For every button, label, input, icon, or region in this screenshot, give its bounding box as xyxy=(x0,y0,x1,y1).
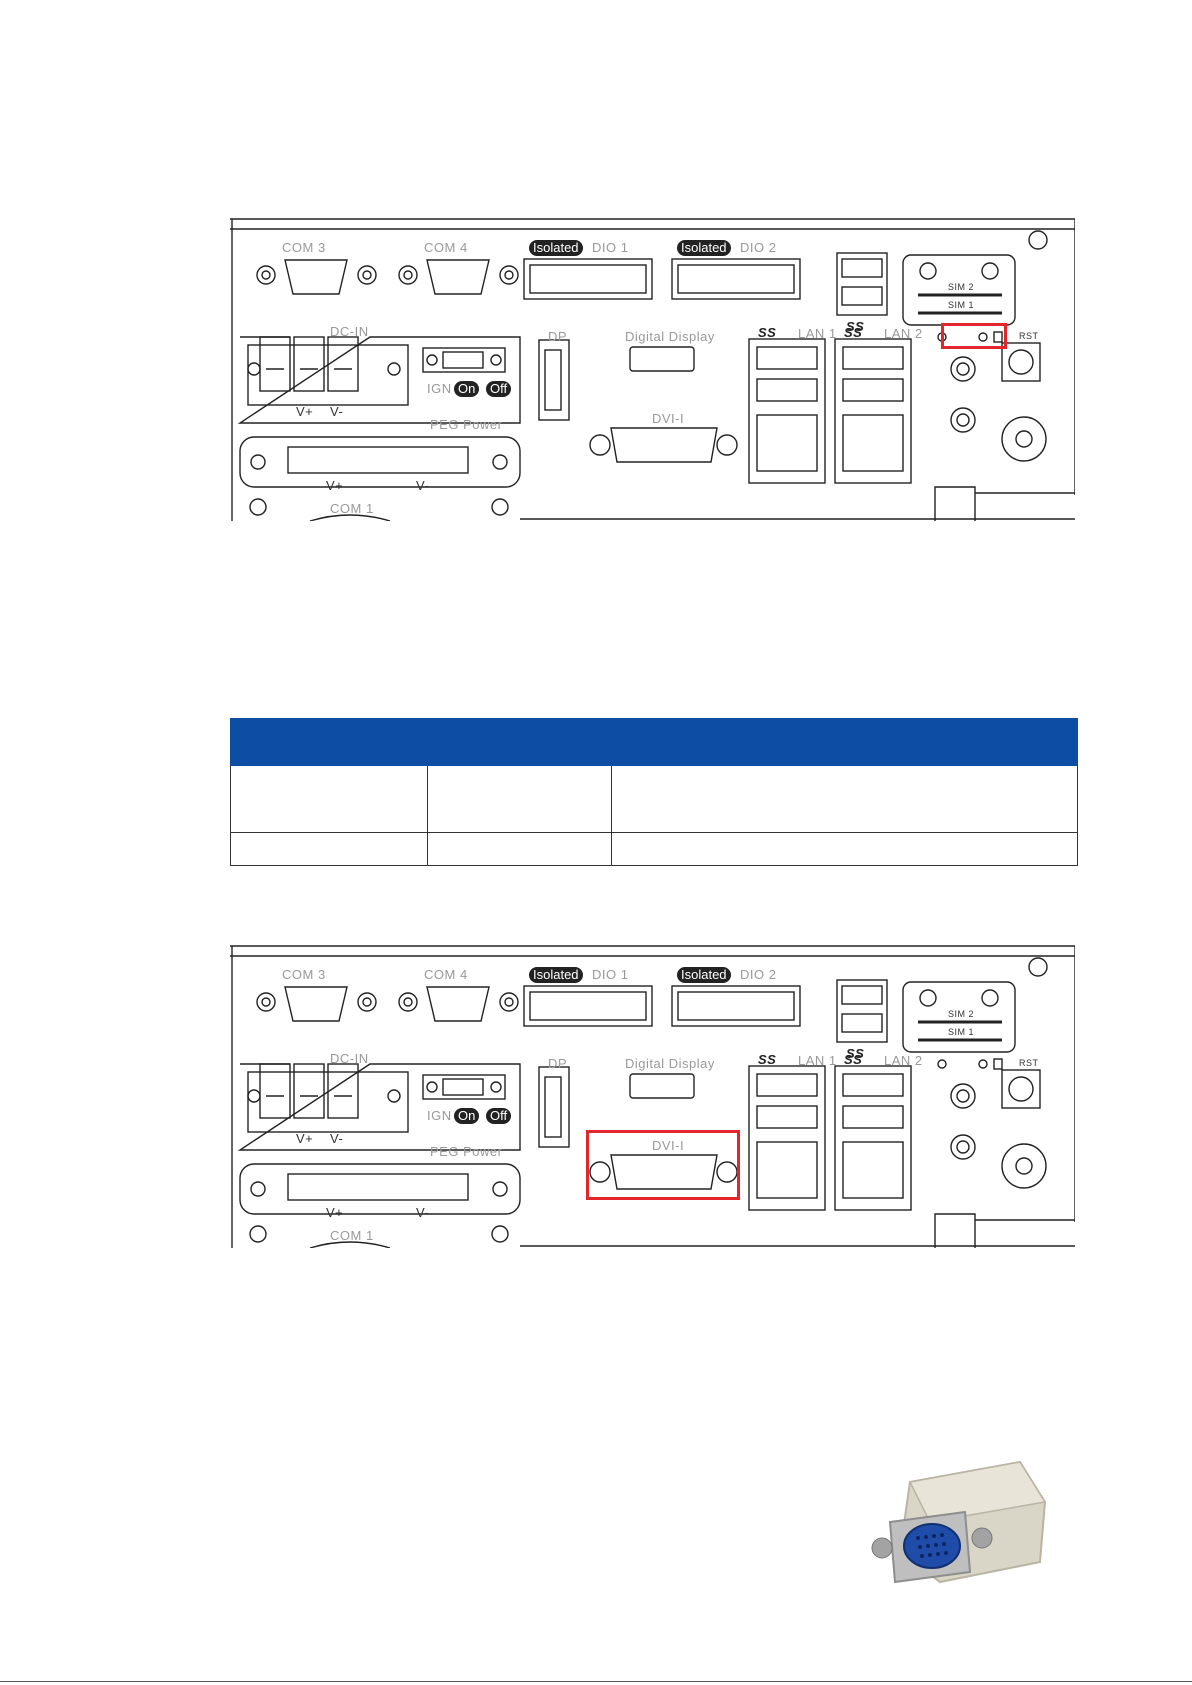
sim2-label: SIM 2 xyxy=(948,1009,975,1019)
table-cell xyxy=(611,832,1078,866)
dp-label: DP xyxy=(548,329,568,344)
com3-label: COM 3 xyxy=(282,967,326,982)
dio2-label: DIO 2 xyxy=(740,240,777,255)
ign-on-badge: On xyxy=(454,381,480,398)
io-panel-diagram-top: COM 3 COM 4 Isolated DIO 1 Isolated DIO … xyxy=(230,215,1075,521)
table-header-row xyxy=(230,718,1078,766)
usb-ss-icon: SS xyxy=(846,1046,865,1061)
dvi-i-label: DVI-I xyxy=(652,1138,685,1153)
dio2-label: DIO 2 xyxy=(740,967,777,982)
peg-power-label: PEG Power xyxy=(430,417,503,432)
table-cell xyxy=(230,765,428,833)
dvi-port-highlight xyxy=(586,1130,740,1200)
table-header-cell xyxy=(427,718,612,766)
table-cell xyxy=(611,765,1078,833)
dvi-i-label: DVI-I xyxy=(652,411,685,426)
ign-on-badge: On xyxy=(454,1108,480,1125)
dp-label: DP xyxy=(548,1056,568,1071)
v-plus-label: V+ xyxy=(296,404,314,419)
v-plus-label: V+ xyxy=(296,1131,314,1146)
usb-ss-icon: SS xyxy=(844,325,863,340)
digital-display-label: Digital Display xyxy=(625,329,715,344)
table-cell xyxy=(427,832,612,866)
ign-off-badge: Off xyxy=(486,1108,512,1125)
page-footer-rule xyxy=(0,1681,1192,1682)
dvi-to-vga-adapter-image xyxy=(871,1460,1047,1584)
io-panel-drawing xyxy=(230,218,1075,521)
rst-label: RST xyxy=(1019,331,1039,341)
v-plus-label: V+ xyxy=(326,1205,344,1220)
ign-label: IGN xyxy=(427,381,452,396)
spec-table xyxy=(230,718,1078,866)
sim1-label: SIM 1 xyxy=(948,1027,975,1037)
sim1-label: SIM 1 xyxy=(948,300,975,310)
dc-in-label: DC-IN xyxy=(330,1051,369,1066)
digital-display-label: Digital Display xyxy=(625,1056,715,1071)
com4-label: COM 4 xyxy=(424,240,468,255)
table-cell xyxy=(230,832,428,866)
ign-off-badge: Off xyxy=(486,381,512,398)
table-cell xyxy=(427,765,612,833)
isolated-badge: Isolated xyxy=(529,967,583,984)
lan2-label: LAN 2 xyxy=(884,326,923,341)
isolated-badge: Isolated xyxy=(677,240,731,257)
com3-label: COM 3 xyxy=(282,240,326,255)
v-minus-label: V- xyxy=(416,478,430,493)
io-panel-drawing xyxy=(230,945,1075,1248)
table-row xyxy=(230,832,1078,866)
lan2-label: LAN 2 xyxy=(884,1053,923,1068)
v-minus-label: V- xyxy=(330,1131,344,1146)
table-row xyxy=(230,765,1078,833)
com1-label: COM 1 xyxy=(330,1228,374,1243)
table-header-cell xyxy=(611,718,1078,766)
table-header-cell xyxy=(230,718,428,766)
com1-label: COM 1 xyxy=(330,501,374,516)
io-panel-diagram-bottom: COM 3 COM 4 Isolated DIO 1 Isolated DIO … xyxy=(230,942,1075,1248)
dio1-label: DIO 1 xyxy=(592,967,629,982)
isolated-badge: Isolated xyxy=(677,967,731,984)
peg-power-label: PEG Power xyxy=(430,1144,503,1159)
v-minus-label: V- xyxy=(416,1205,430,1220)
v-minus-label: V- xyxy=(330,404,344,419)
com4-label: COM 4 xyxy=(424,967,468,982)
lan1-label: LAN 1 xyxy=(798,326,837,341)
sim2-label: SIM 2 xyxy=(948,282,975,292)
isolated-badge: Isolated xyxy=(529,240,583,257)
ign-label: IGN xyxy=(427,1108,452,1123)
usb-ss-icon: SS xyxy=(846,319,865,334)
usb-ss-icon: SS xyxy=(844,1052,863,1067)
rst-label: RST xyxy=(1019,1058,1039,1068)
usb-ss-icon: SS xyxy=(758,325,777,340)
usb-ss-icon: SS xyxy=(758,1052,777,1067)
lan1-label: LAN 1 xyxy=(798,1053,837,1068)
v-plus-label: V+ xyxy=(326,478,344,493)
led-indicator-highlight xyxy=(941,323,1007,349)
dio1-label: DIO 1 xyxy=(592,240,629,255)
dc-in-label: DC-IN xyxy=(330,324,369,339)
